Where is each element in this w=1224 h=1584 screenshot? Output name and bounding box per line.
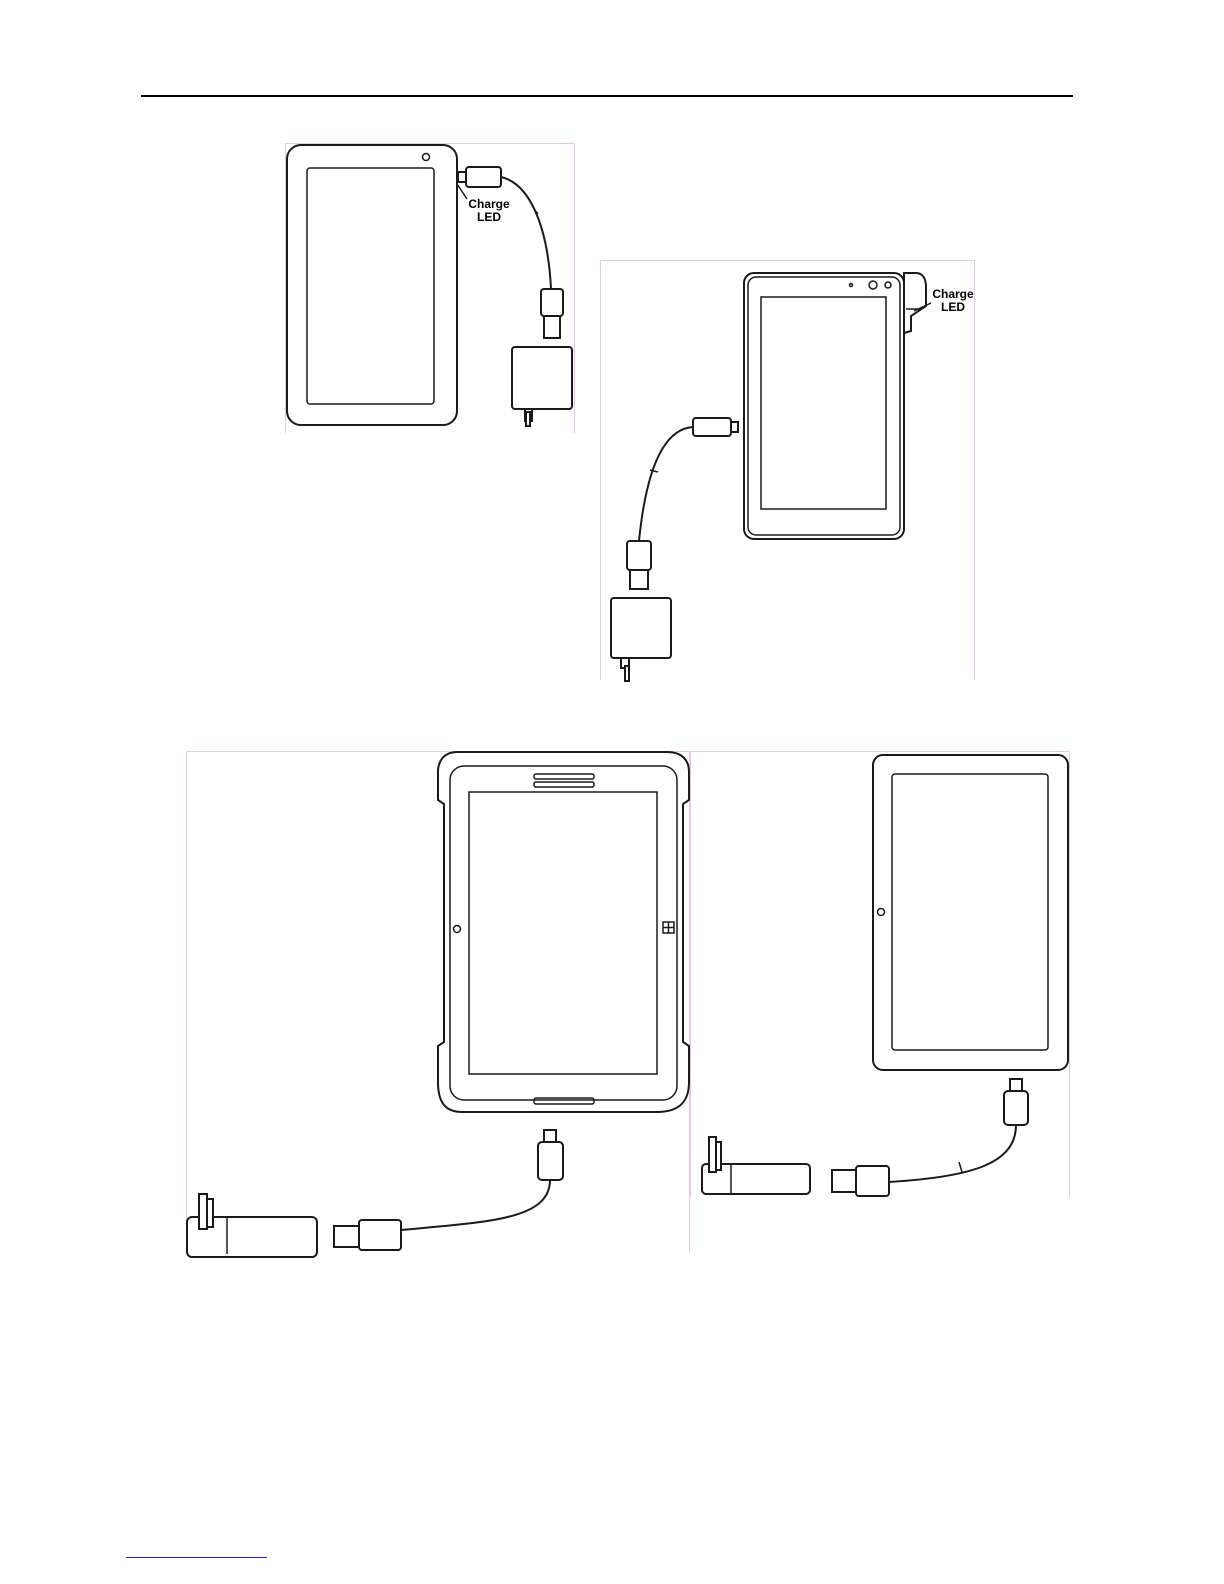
charge-led-label-line1: Charge (468, 197, 510, 211)
figure-tablet-charging-4 (690, 751, 1070, 1197)
charge-led-label-line1: Charge (932, 287, 974, 301)
figure-tablet-charging-2: Charge LED (600, 260, 975, 680)
usb-cable (458, 167, 563, 338)
tablet-charging-illustration-2: Charge LED (601, 261, 976, 681)
tablet-device (873, 755, 1068, 1070)
tablet-device (438, 752, 689, 1112)
tablet-charging-illustration-1: Charge LED (286, 144, 576, 434)
charge-led-label-line2: LED (941, 300, 965, 314)
charger-adapter (702, 1137, 810, 1194)
tablet-device (287, 145, 457, 425)
figure-tablet-charging-1: Charge LED (285, 143, 575, 433)
charger-adapter (187, 1194, 317, 1257)
figure-tablet-charging-3 (186, 751, 690, 1253)
usb-cable (627, 418, 738, 589)
usb-cable (832, 1079, 1028, 1196)
charger-adapter (512, 347, 572, 426)
charger-adapter (611, 598, 671, 681)
charge-led-label-line2: LED (477, 210, 501, 224)
tablet-charging-illustration-3 (187, 752, 691, 1254)
tablet-device (744, 273, 926, 539)
tablet-charging-illustration-4 (691, 752, 1071, 1198)
header-rule (141, 95, 1073, 97)
footnote-rule (126, 1557, 267, 1558)
usb-cable (334, 1130, 563, 1250)
